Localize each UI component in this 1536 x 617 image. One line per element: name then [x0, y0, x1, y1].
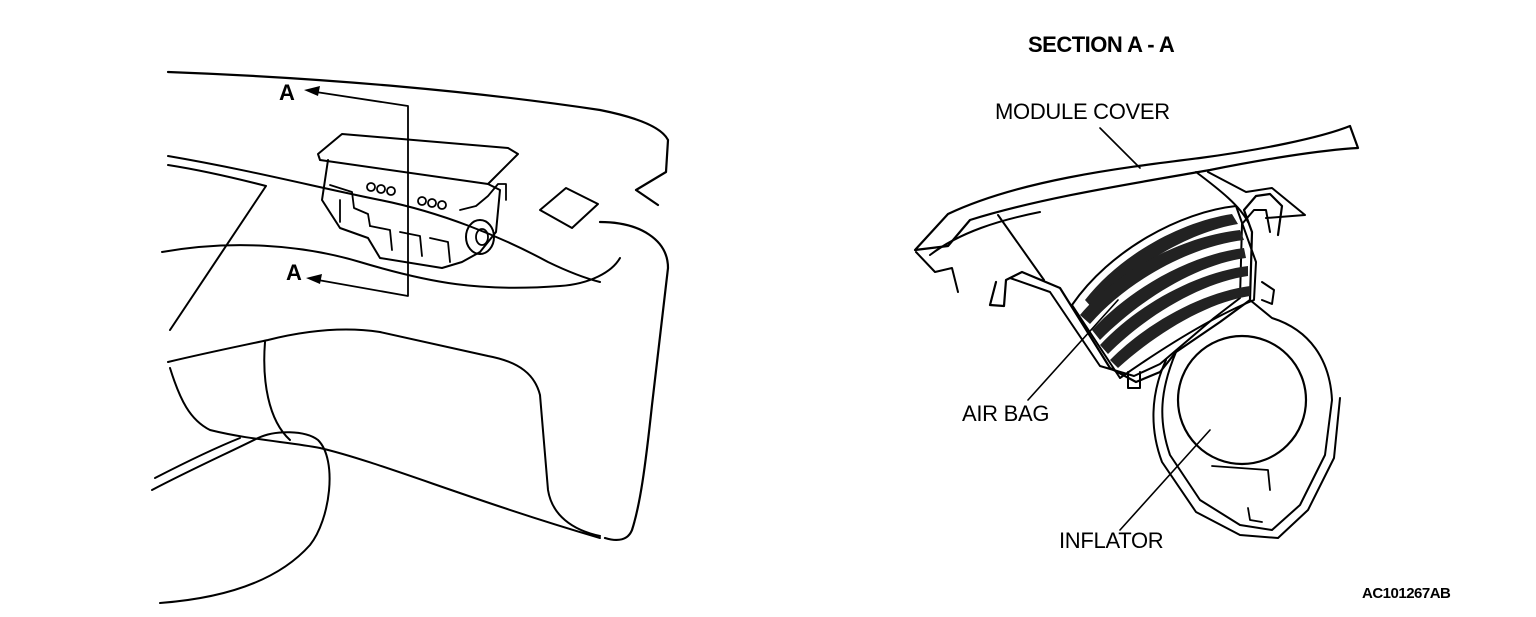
reference-code: AC101267AB [1362, 585, 1451, 602]
label-inflator: INFLATOR [1059, 528, 1164, 553]
module-bracket-right [459, 183, 507, 211]
module-body [321, 159, 501, 269]
module-hole [437, 200, 447, 210]
top-pad-lower-line [161, 244, 621, 289]
defroster-panel-edge [167, 164, 267, 331]
cover-inner-panel [997, 171, 1249, 281]
cut-arrow-top [304, 86, 320, 96]
air-bag-fold [1092, 248, 1246, 340]
airbag-module [317, 133, 519, 269]
cut-line [315, 91, 409, 297]
module-lower-tabs [369, 225, 451, 263]
module-hole [376, 184, 386, 194]
glovebox-panel [167, 328, 601, 537]
dash-skin-inner [929, 211, 1041, 256]
dashboard-view [151, 70, 670, 604]
inflator-assembly [1152, 299, 1341, 539]
dashboard-right-housing [598, 220, 670, 541]
mount-bolt-left [1127, 371, 1141, 389]
air-bag-fold [1100, 266, 1248, 354]
dashboard-top-edge [166, 70, 670, 207]
inflator-end-cap [465, 219, 495, 255]
label-module-cover: MODULE COVER [995, 99, 1170, 124]
inflator-body [1176, 334, 1308, 466]
glovebox-left-edge [263, 341, 291, 441]
air-bag-folds [1071, 205, 1257, 379]
module-cover-outline [913, 124, 1360, 252]
module-lid [317, 133, 519, 185]
leader-air-bag [1027, 299, 1119, 401]
cut-label-top: A [279, 80, 295, 105]
inflator-bracket [1211, 465, 1271, 523]
windshield-base-line [167, 155, 601, 283]
label-air-bag: AIR BAG [962, 401, 1050, 426]
mount-bolt-right [1261, 281, 1275, 305]
section-title: SECTION A - A [1028, 32, 1175, 57]
module-hole [366, 182, 376, 192]
module-hole [417, 196, 427, 206]
dash-lower-left [915, 251, 959, 293]
cut-label-bottom: A [286, 260, 302, 285]
module-bracket-left [329, 184, 371, 227]
air-bag-wrap [1071, 205, 1257, 379]
cut-arrow-bottom [306, 274, 322, 284]
air-bag-fold [1080, 230, 1244, 324]
module-housing [988, 192, 1284, 384]
lower-console [151, 431, 331, 604]
inflator-end-center [475, 228, 489, 246]
inflator-housing [1161, 299, 1333, 531]
inflator-housing-inner [1152, 359, 1341, 539]
cover-right-stay [1207, 171, 1306, 219]
lower-trim-line [169, 367, 601, 539]
air-bag-fold [1110, 286, 1250, 368]
section-view [913, 124, 1360, 539]
leader-inflator [1119, 429, 1211, 531]
module-hole [386, 186, 396, 196]
side-vent [539, 187, 599, 229]
leader-module-cover [1099, 127, 1141, 169]
console-inner-line [154, 437, 241, 479]
module-hole [427, 198, 437, 208]
section-cut-line [304, 86, 409, 297]
